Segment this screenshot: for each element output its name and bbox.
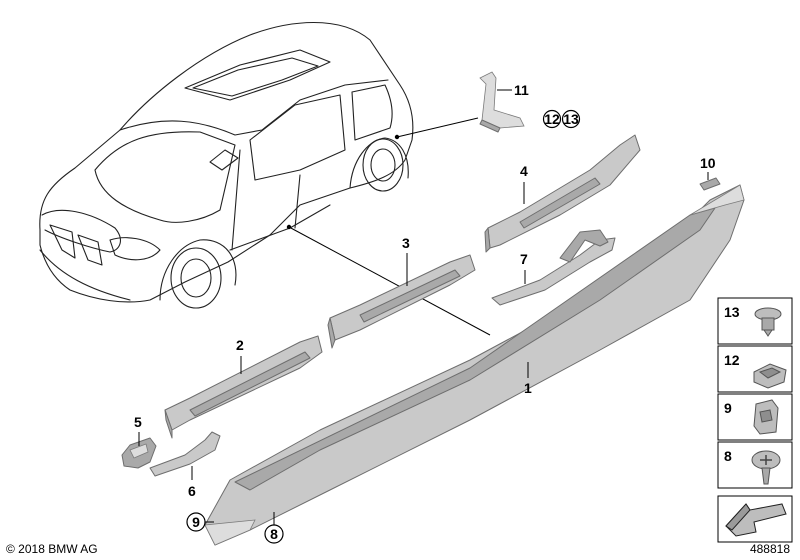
screw-icon	[751, 450, 781, 485]
part-1-side-sill	[204, 184, 745, 546]
label-part-3: 3	[402, 235, 410, 251]
diagram-number: 488818	[749, 542, 790, 556]
fastener-legend: 13 12 9 8	[717, 297, 793, 543]
anchor-dot-sill	[286, 224, 292, 230]
label-part-10: 10	[700, 155, 716, 171]
legend-label-9: 9	[724, 400, 732, 416]
ref-label-8: 8	[270, 526, 278, 542]
part-7-trim-strip	[491, 229, 616, 306]
label-part-11: 11	[514, 82, 529, 98]
part-11-bracket	[479, 71, 525, 133]
legend-box-13	[717, 297, 793, 345]
label-part-6: 6	[188, 483, 196, 499]
part-5-clip	[121, 437, 157, 469]
ref-label-9: 9	[192, 514, 200, 530]
ref-circle-13	[561, 109, 581, 129]
legend-label-8: 8	[724, 448, 732, 464]
expanding-nut-icon	[753, 399, 779, 435]
anchor-dot-bracket	[394, 134, 400, 140]
leader-line-sill	[288, 226, 491, 336]
ref-circle-12	[542, 109, 562, 129]
vehicle-illustration	[39, 21, 414, 309]
ref-label-13: 13	[563, 111, 579, 127]
label-part-7: 7	[520, 251, 528, 267]
copyright-text: © 2018 BMW AG	[6, 542, 98, 556]
part-6-trim-piece	[149, 431, 221, 477]
legend-label-13: 13	[724, 304, 740, 320]
legend-label-12: 12	[724, 352, 740, 368]
direction-arrow-icon	[725, 503, 787, 537]
label-part-4: 4	[520, 163, 528, 179]
clip-nut-icon	[753, 363, 787, 389]
label-part-5: 5	[134, 414, 142, 430]
leader-line-bracket	[396, 117, 479, 138]
push-rivet-icon	[754, 307, 782, 337]
part-4-sill-trim	[484, 134, 641, 253]
callouts: 11 12 13 4 10 3 7 2 1 5 6 9 8	[134, 82, 716, 544]
part-3-sill-trim	[327, 254, 476, 349]
part-2-sill-trim	[164, 335, 323, 439]
ref-label-12: 12	[544, 111, 560, 127]
label-part-1: 1	[524, 380, 532, 396]
label-part-2: 2	[236, 337, 244, 353]
part-10-seal	[699, 177, 721, 191]
